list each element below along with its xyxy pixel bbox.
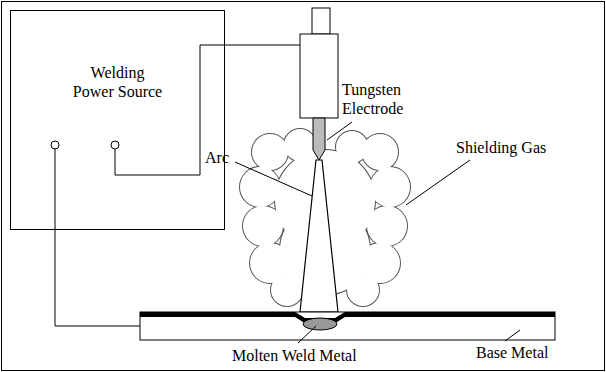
part-label: Shielding Gas xyxy=(456,138,546,157)
arc-column xyxy=(300,160,338,312)
torch-tube xyxy=(312,8,330,34)
leader-line xyxy=(327,122,352,140)
terminal-symbol xyxy=(111,141,119,149)
leader-line xyxy=(505,330,520,341)
part-label: Molten Weld Metal xyxy=(232,346,357,365)
tungsten-electrode xyxy=(313,118,325,160)
work-cable xyxy=(55,145,140,326)
terminal-symbol xyxy=(51,141,59,149)
leader-line xyxy=(235,162,312,196)
part-label: Arc xyxy=(205,148,229,167)
part-label: Tungsten Electrode xyxy=(342,80,422,118)
molten-weld-pool xyxy=(303,318,337,330)
box-title: Welding Power Source xyxy=(70,63,166,101)
leader-line xyxy=(406,160,470,205)
part-label: Base Metal xyxy=(476,343,548,362)
leader-line xyxy=(298,326,316,343)
power-source-box: Welding Power Source xyxy=(10,10,225,230)
torch-body xyxy=(300,34,338,118)
base-metal xyxy=(140,312,555,340)
plate-surface xyxy=(140,312,555,322)
